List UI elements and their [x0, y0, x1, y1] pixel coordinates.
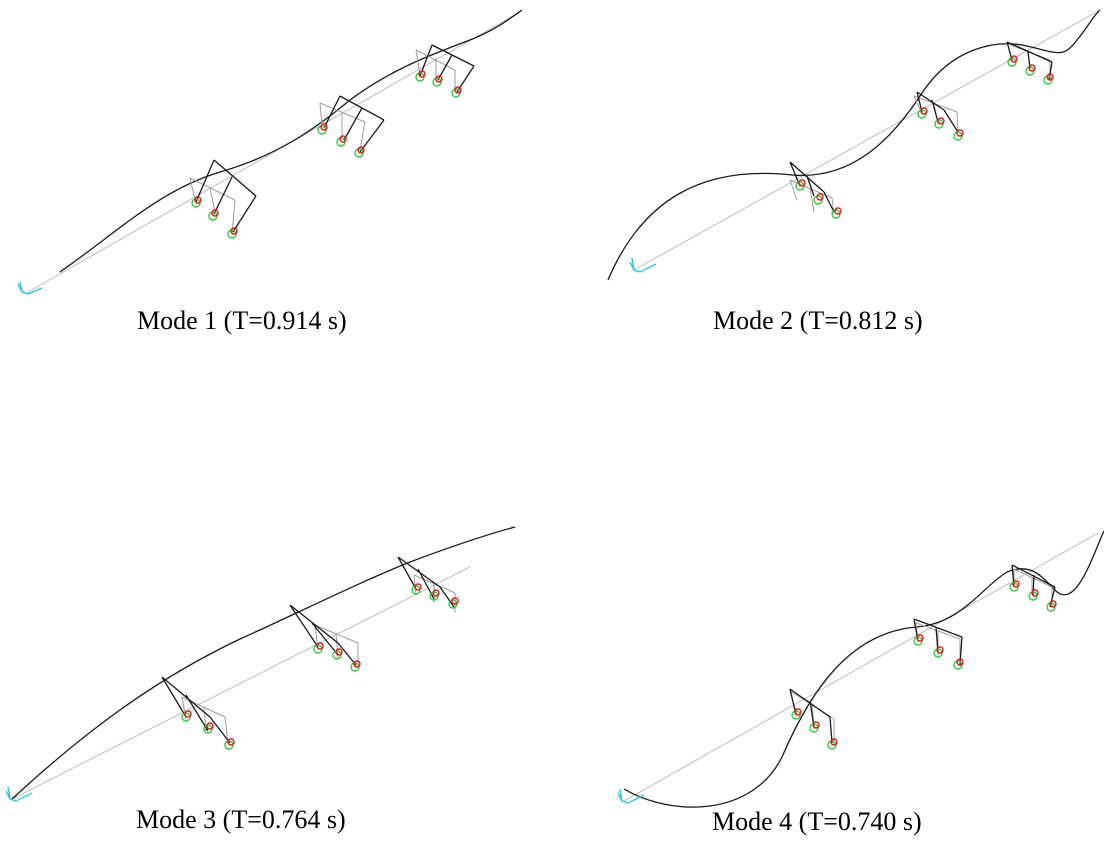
undeformed-girder — [27, 11, 521, 293]
bearing-icon — [339, 135, 347, 143]
bearing-icon — [794, 708, 802, 716]
axis-triad-icon — [629, 257, 657, 273]
mode-caption: Mode 1 (T=0.914 s) — [137, 306, 347, 335]
bearing-icon — [353, 660, 361, 668]
bearing-icon — [435, 75, 443, 83]
bearing-icon — [451, 597, 459, 605]
mode-caption: Mode 2 (T=0.812 s) — [713, 306, 923, 335]
bearing-icon — [454, 86, 462, 94]
bearing-icon — [1046, 73, 1054, 81]
mode-shape-2-drawing — [607, 9, 1101, 281]
pier-group-2 — [913, 91, 964, 141]
mode-shape-1-drawing — [17, 9, 523, 295]
pier-group-3 — [1009, 564, 1057, 612]
bearing-icon — [357, 146, 365, 154]
mode-panel-4: Mode 4 (T=0.740 s) — [552, 427, 1104, 853]
bearing-icon — [956, 658, 964, 666]
bearing-icon — [194, 196, 202, 204]
bearing-icon — [816, 193, 824, 201]
bearing-icon — [1031, 589, 1039, 597]
bearing-icon — [798, 179, 806, 187]
bearing-icon — [414, 583, 422, 591]
bearing-icon — [320, 123, 328, 131]
bearing-icon — [335, 648, 343, 656]
axis-triad-icon — [17, 281, 43, 295]
mode-panel-3: Mode 3 (T=0.764 s) — [0, 427, 552, 853]
axis-triad-icon — [617, 788, 645, 804]
pier-group-2 — [317, 95, 385, 158]
pier-group-3 — [415, 44, 475, 98]
bearing-icon — [956, 129, 964, 137]
mode-caption: Mode 3 (T=0.764 s) — [136, 805, 346, 834]
undeformed-girder — [633, 9, 1101, 271]
axis-triad-icon — [5, 786, 33, 802]
bearing-icon — [432, 589, 440, 597]
bearing-icon — [1028, 64, 1036, 72]
mode-shape-3-drawing — [5, 526, 516, 802]
bearing-icon — [920, 107, 928, 115]
bearing-icon — [184, 710, 192, 718]
bearing-icon — [936, 646, 944, 654]
pier-group-2 — [289, 604, 361, 672]
deformed-girder — [11, 526, 516, 800]
bearing-icon — [211, 209, 219, 217]
pier-group-1 — [189, 159, 257, 239]
deformed-girder — [59, 9, 523, 273]
bearing-icon — [916, 634, 924, 642]
pier-group-1 — [789, 161, 842, 219]
bearing-icon — [1012, 580, 1020, 588]
pier-group-3 — [1006, 41, 1054, 85]
pier-group-1 — [789, 688, 838, 750]
bearing-icon — [316, 642, 324, 650]
bearing-icon — [830, 738, 838, 746]
deformed-girder — [607, 9, 1101, 281]
deformed-girder — [623, 530, 1104, 808]
mode-shape-4-drawing — [617, 530, 1104, 808]
bearing-icon — [227, 738, 235, 746]
bearing-icon — [1049, 600, 1057, 608]
pier-group-2 — [913, 618, 964, 670]
bearing-icon — [206, 722, 214, 730]
pier-group-3 — [397, 556, 459, 613]
bearing-icon — [812, 721, 820, 729]
undeformed-girder — [623, 532, 1099, 802]
mode-caption: Mode 4 (T=0.740 s) — [712, 807, 922, 836]
undeformed-girder — [11, 566, 471, 800]
bearing-icon — [834, 207, 842, 215]
mode-panel-1: Mode 1 (T=0.914 s) — [0, 0, 552, 426]
bearing-icon — [230, 227, 238, 235]
pier-group-1 — [161, 676, 235, 750]
bearing-icon — [1010, 55, 1018, 63]
bearing-icon — [937, 117, 945, 125]
mode-panel-2: Mode 2 (T=0.812 s) — [552, 0, 1104, 426]
bearing-icon — [418, 70, 426, 78]
